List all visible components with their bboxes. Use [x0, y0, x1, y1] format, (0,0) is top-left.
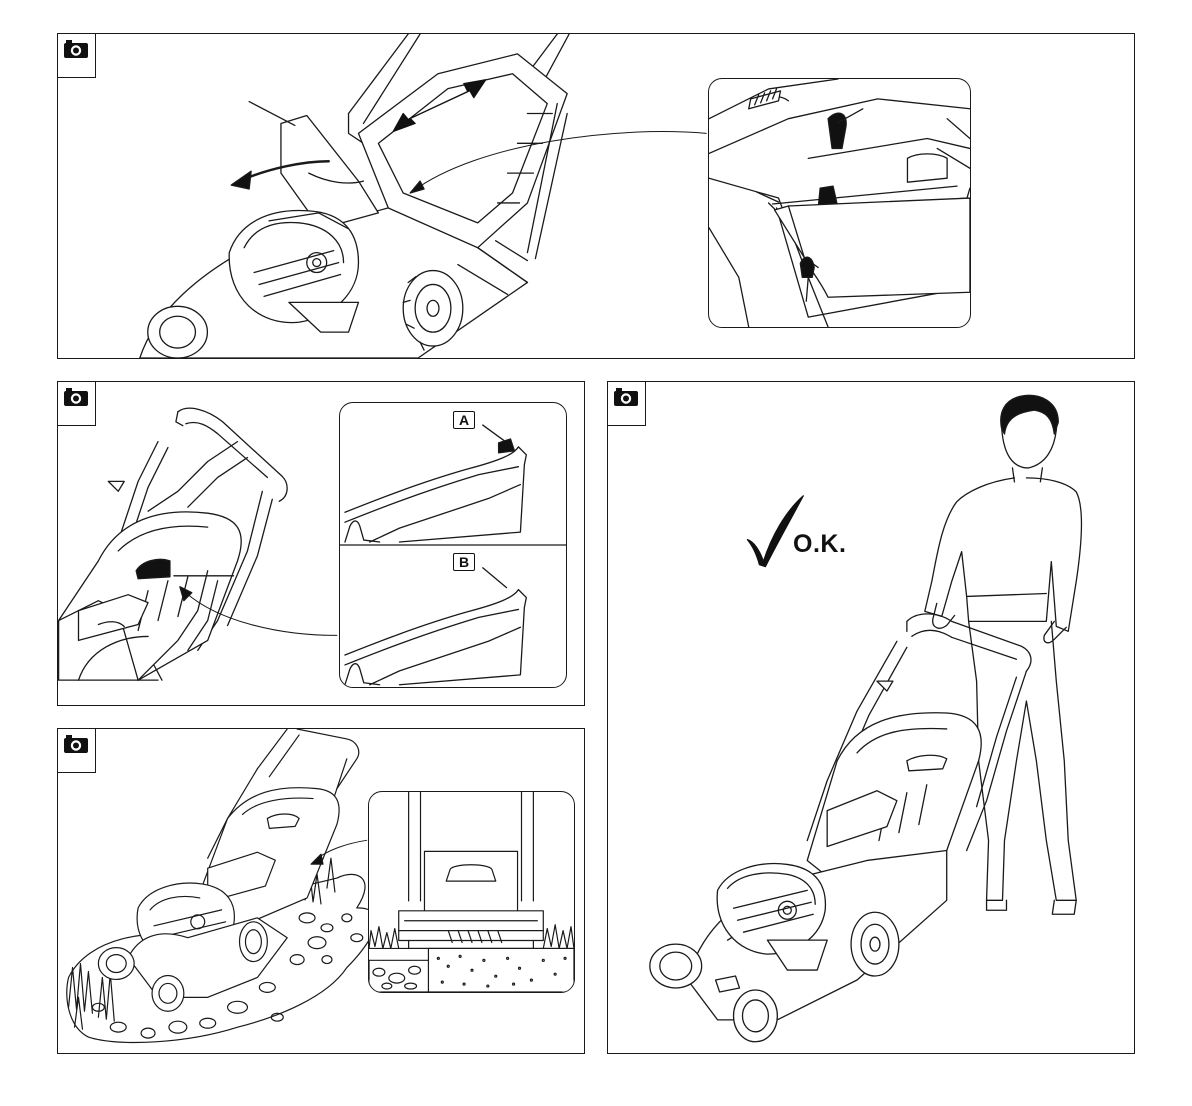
flap-detail-inset: [708, 78, 971, 328]
panel-fill-indicator: A B: [57, 381, 585, 706]
cutting-height-inset: [368, 791, 575, 993]
panel-mowing-operator: O.K.: [607, 381, 1135, 1054]
fill-indicator-inset: A B: [339, 402, 567, 688]
fill-indicator-illustration: [340, 403, 566, 687]
flap-detail-illustration: [709, 79, 970, 327]
operator-mowing-illustration: [608, 382, 1134, 1053]
fill-level-label-a: A: [453, 411, 475, 429]
ok-label: O.K.: [793, 530, 846, 559]
mower-rear-view-illustration: [369, 792, 574, 992]
mower-rear-flap-illustration: [58, 34, 1134, 358]
panel-grass-catcher-flap: [57, 33, 1135, 359]
fill-level-label-b: B: [453, 553, 475, 571]
panel-cutting-height: [57, 728, 585, 1054]
